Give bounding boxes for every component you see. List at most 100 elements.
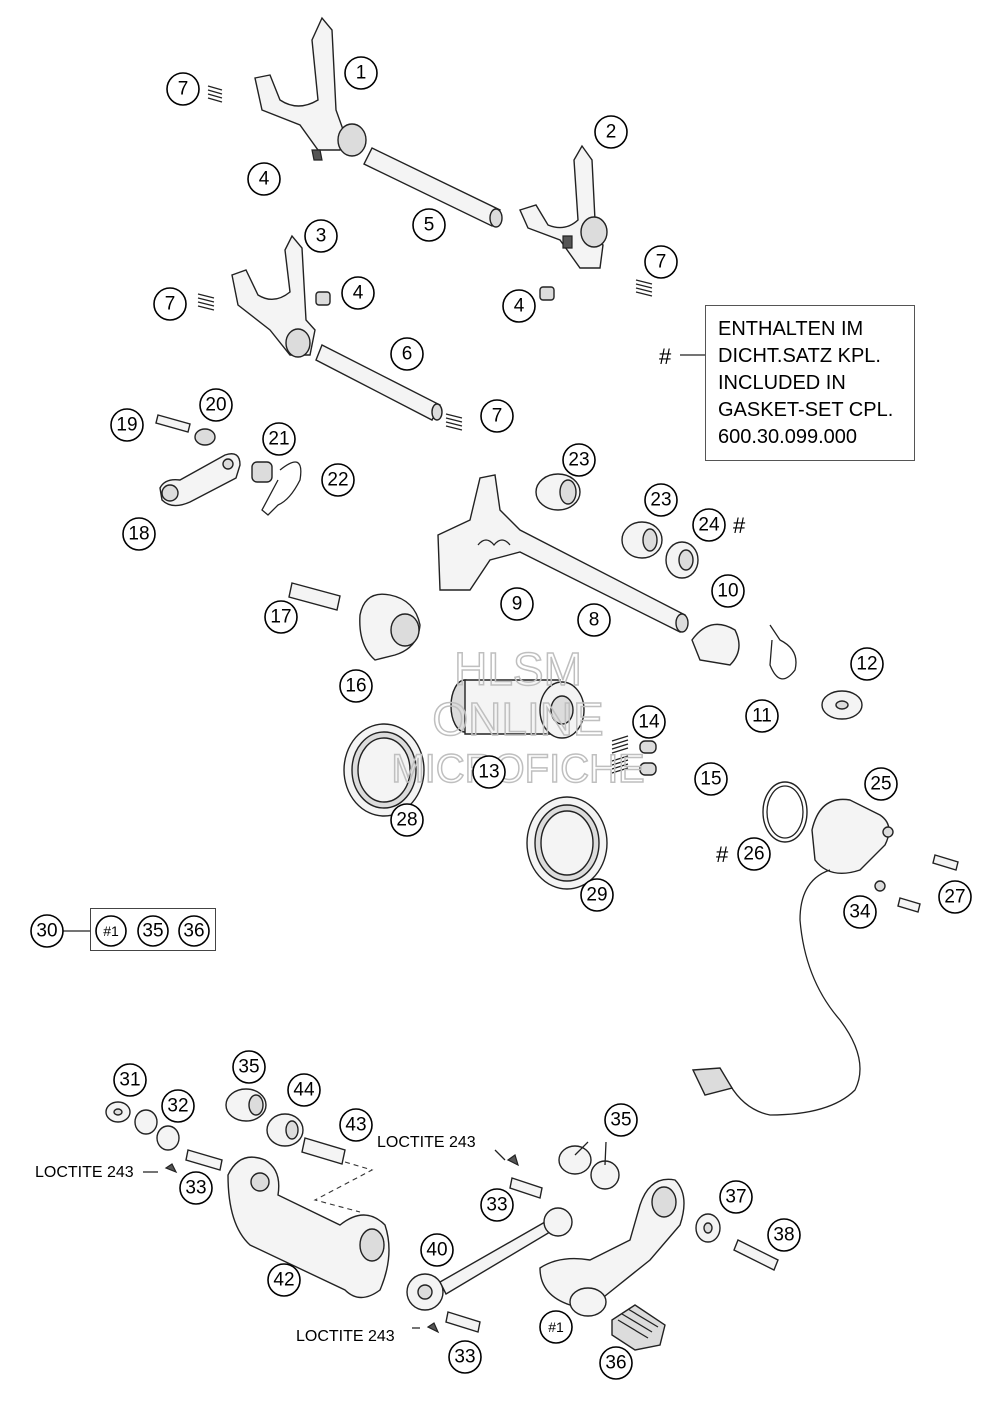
callout-3[interactable]: 3 (304, 219, 338, 253)
callout-34[interactable]: 34 (843, 895, 877, 929)
callout-16[interactable]: 16 (339, 669, 373, 703)
o-ring-26 (762, 781, 808, 843)
watermark-line-1: HLSM (454, 643, 582, 695)
callout-4-c[interactable]: 4 (502, 289, 536, 323)
svg-text:6: 6 (402, 344, 413, 365)
callout-42[interactable]: 42 (267, 1263, 301, 1297)
svg-text:17: 17 (270, 607, 291, 628)
shaft-seal-24 (665, 541, 699, 579)
svg-text:4: 4 (514, 296, 525, 317)
bushes-35-44 (225, 1088, 620, 1190)
pivot-bolt-43 (301, 1137, 346, 1165)
callout-38[interactable]: 38 (767, 1218, 801, 1252)
callout-7-d[interactable]: 7 (480, 399, 514, 433)
callout-29[interactable]: 29 (580, 878, 614, 912)
callout-43[interactable]: 43 (339, 1108, 373, 1142)
watermark-line-3: MICROFICHE (391, 747, 644, 791)
hash-marker-26: # (716, 842, 729, 867)
callout-40[interactable]: 40 (420, 1233, 454, 1267)
callout-33-a[interactable]: 33 (179, 1171, 213, 1205)
svg-text:23: 23 (568, 450, 589, 471)
callout-23-a[interactable]: 23 (562, 443, 596, 477)
callout-28[interactable]: 28 (390, 803, 424, 837)
callout-kit-1[interactable]: #1 (95, 915, 127, 947)
hash-marker-note: # (659, 344, 672, 369)
svg-text:1: 1 (356, 63, 367, 84)
callout-7-b[interactable]: 7 (153, 287, 187, 321)
svg-text:34: 34 (849, 902, 871, 923)
svg-text:36: 36 (183, 921, 204, 942)
callout-2[interactable]: 2 (594, 115, 628, 149)
callout-27[interactable]: 27 (938, 880, 972, 914)
callout-20[interactable]: 20 (199, 388, 233, 422)
callout-23-b[interactable]: 23 (644, 483, 678, 517)
callout-25[interactable]: 25 (864, 767, 898, 801)
callout-37[interactable]: 37 (719, 1180, 753, 1214)
callout-kit-35[interactable]: 35 (137, 915, 169, 947)
svg-text:36: 36 (605, 1353, 626, 1374)
svg-text:33: 33 (454, 1347, 475, 1368)
callout-13[interactable]: 13 (472, 755, 506, 789)
callout-17[interactable]: 17 (264, 600, 298, 634)
callout-21[interactable]: 21 (262, 422, 296, 456)
callout-12[interactable]: 12 (850, 647, 884, 681)
callout-22[interactable]: 22 (321, 463, 355, 497)
callout-36[interactable]: 36 (599, 1346, 633, 1380)
callout-26[interactable]: 26 (737, 837, 771, 871)
callout-7-c[interactable]: 7 (644, 245, 678, 279)
callout-kit-36[interactable]: 36 (178, 915, 210, 947)
callout-6[interactable]: 6 (390, 337, 424, 371)
svg-text:7: 7 (178, 79, 189, 100)
shift-shaft-8 (437, 474, 689, 634)
callout-7-a[interactable]: 7 (166, 72, 200, 106)
shift-fork-1 (254, 16, 367, 161)
callout-14[interactable]: 14 (632, 705, 666, 739)
svg-text:31: 31 (119, 1070, 140, 1091)
note-line-4: GASKET-SET CPL. (718, 399, 894, 421)
svg-text:10: 10 (717, 581, 738, 602)
bush-21-spring-22 (251, 461, 302, 516)
note-part-number: 600.30.099.000 (718, 426, 858, 448)
callout-8[interactable]: 8 (577, 603, 611, 637)
callout-4-b[interactable]: 4 (341, 276, 375, 310)
svg-text:35: 35 (610, 1110, 631, 1131)
callout-19[interactable]: 19 (110, 408, 144, 442)
callout-4-a[interactable]: 4 (247, 162, 281, 196)
svg-text:8: 8 (589, 610, 600, 631)
callout-18[interactable]: 18 (122, 517, 156, 551)
callout-5[interactable]: 5 (412, 208, 446, 242)
callout-15[interactable]: 15 (694, 762, 728, 796)
callout-9[interactable]: 9 (500, 587, 534, 621)
svg-text:44: 44 (293, 1080, 315, 1101)
svg-text:20: 20 (205, 395, 226, 416)
callout-30[interactable]: 30 (30, 914, 64, 948)
callout-shift-lever-1[interactable]: #1 (539, 1310, 573, 1344)
callout-10[interactable]: 10 (711, 574, 745, 608)
callout-24[interactable]: 24 (692, 508, 726, 542)
callout-32[interactable]: 32 (161, 1089, 195, 1123)
svg-text:4: 4 (353, 283, 364, 304)
svg-text:33: 33 (185, 1178, 206, 1199)
callout-44[interactable]: 44 (287, 1073, 321, 1107)
svg-text:13: 13 (478, 762, 499, 783)
svg-text:9: 9 (512, 594, 523, 615)
shift-drum-13 (450, 679, 585, 739)
assembly-dash-lines (60, 354, 705, 1329)
svg-text:25: 25 (870, 774, 891, 795)
svg-text:28: 28 (396, 810, 417, 831)
svg-text:24: 24 (698, 515, 720, 536)
callout-33-b[interactable]: 33 (480, 1188, 514, 1222)
callout-35-b[interactable]: 35 (604, 1103, 638, 1137)
callout-35-a[interactable]: 35 (232, 1050, 266, 1084)
callout-33-c[interactable]: 33 (448, 1340, 482, 1374)
gear-sensor-25 (691, 798, 894, 1116)
svg-text:7: 7 (492, 406, 503, 427)
callout-11[interactable]: 11 (745, 699, 779, 733)
bolts-33 (164, 1149, 543, 1334)
svg-text:38: 38 (773, 1225, 794, 1246)
callout-1[interactable]: 1 (344, 56, 378, 90)
shift-lever-1 (539, 1178, 685, 1317)
svg-text:18: 18 (128, 524, 149, 545)
callout-31[interactable]: 31 (113, 1063, 147, 1097)
